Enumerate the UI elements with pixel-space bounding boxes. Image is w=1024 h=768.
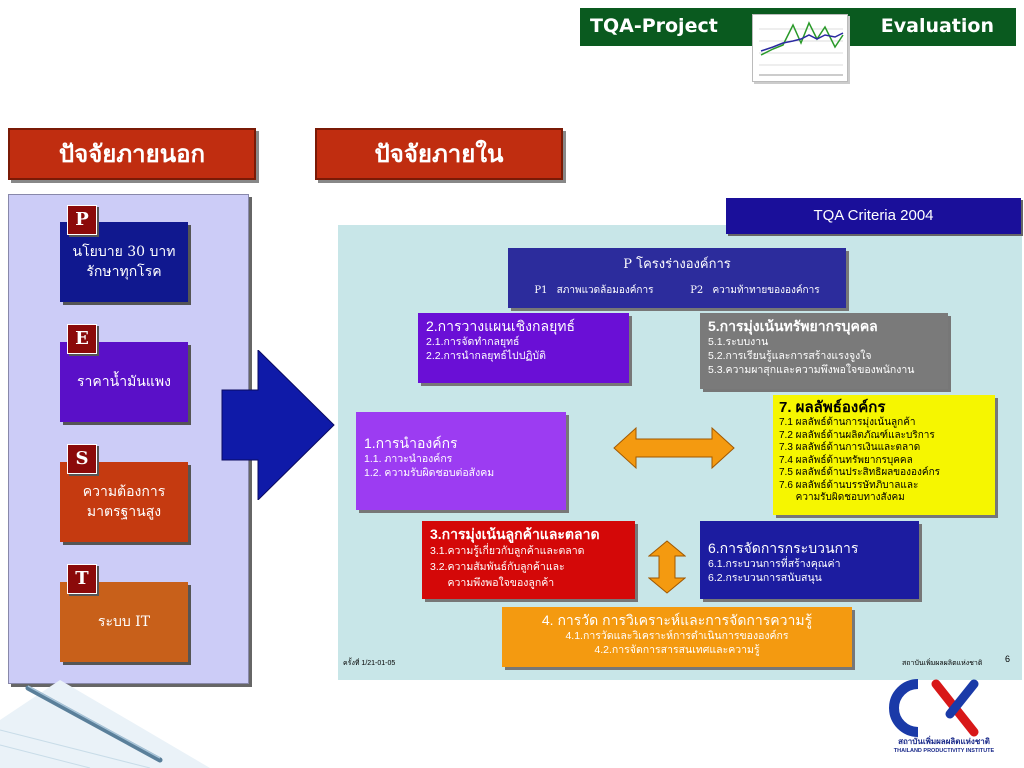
results-title: 7. ผลลัพธ์องค์กร [779, 399, 886, 416]
leadership-item: 1.2. ความรับผิดชอบต่อสังคม [364, 467, 495, 479]
logo-text-thai: สถาบันเพิ่มผลผลิตแห่งชาติ [898, 737, 990, 746]
slide-page-number: 6 [1005, 654, 1011, 664]
results-item: 7.3 ผลลัพธ์ด้านการเงินและตลาด [779, 442, 921, 453]
pest-box-line: มาตรฐานสูง [86, 504, 162, 520]
pest-box-line: ระบบ IT [97, 614, 151, 630]
process-management-item: 6.2.กระบวนการสนับสนุน [708, 572, 822, 584]
pest-box-political: นโยบาย 30 บาท รักษาทุกโรค [60, 222, 188, 302]
hr-focus-item: 5.3.ความผาสุกและความพึงพอใจของพนักงาน [708, 364, 915, 376]
strategy-item: 2.1.การจัดทำกลยุทธ์ [426, 336, 520, 348]
customer-focus-item: 3.2.ความสัมพันธ์กับลูกค้าและ [430, 561, 565, 573]
external-factors-title: ปัจจัยภายนอก [8, 128, 256, 180]
customer-focus-item: 3.1.ความรู้เกี่ยวกับลูกค้าและตลาด [430, 545, 585, 557]
results-item: 7.1 ผลลัพธ์ด้านการมุ่งเน้นลูกค้า [779, 417, 916, 428]
customer-focus-title: 3.การมุ่งเน้นลูกค้าและตลาด [430, 526, 600, 542]
results-item: 7.5 ผลลัพธ์ด้านประสิทธิผลขององค์กร [779, 467, 941, 478]
strategy-title: 2.การวางแผนเชิงกลยุทธ์ [426, 318, 576, 334]
right-arrow-icon [221, 350, 335, 500]
slide-footer-left: ครั้งที่ 1/21-01-05 [343, 660, 396, 667]
leadership-item: 1.1. ภาวะนำองค์กร [364, 453, 453, 465]
internal-factors-title: ปัจจัยภายใน [315, 128, 563, 180]
process-management-item: 6.1.กระบวนการที่สร้างคุณค่า [708, 558, 841, 570]
pest-box-social: ความต้องการ มาตรฐานสูง [60, 462, 188, 542]
customer-focus-item: ความพึงพอใจของลูกค้า [430, 577, 555, 589]
results-item: 7.2 ผลลัพธ์ด้านผลิตภัณฑ์และบริการ [779, 429, 935, 441]
hr-focus-box: 5.การมุ่งเน้นทรัพยากรบุคคล 5.1.ระบบงาน 5… [700, 313, 948, 389]
process-management-box: 6.การจัดการกระบวนการ 6.1.กระบวนการที่สร้… [700, 521, 919, 599]
leadership-title: 1.การนำองค์กร [364, 435, 458, 451]
criteria-title: TQA Criteria 2004 [726, 198, 1021, 234]
pest-letter-s: S [67, 444, 97, 474]
pest-letter-e: E [67, 324, 97, 354]
pest-letter-p: P [67, 205, 97, 235]
measurement-item: 4.2.การจัดการสารสนเทศและความรู้ [594, 644, 760, 656]
results-item: 7.6 ผลลัพธ์ด้านบรรษัทภิบาลและ [779, 479, 919, 491]
double-arrow-horizontal-icon [613, 426, 735, 470]
measurement-item: 4.1.การวัดและวิเคราะห์การดำเนินการขององค… [565, 630, 789, 642]
pen-decoration-icon [0, 680, 210, 768]
strategy-box: 2.การวางแผนเชิงกลยุทธ์ 2.1.การจัดทำกลยุท… [418, 313, 629, 383]
org-profile-items: P1 สภาพแวดล้อมองค์การ P2 ความท้าทายขององ… [516, 284, 838, 298]
slide-footer-right: สถาบันเพิ่มผลผลิตแห่งชาติ [902, 660, 983, 667]
line-chart-icon [752, 14, 848, 82]
pest-box-line: ความต้องการ [82, 484, 166, 500]
customer-focus-box: 3.การมุ่งเน้นลูกค้าและตลาด 3.1.ความรู้เก… [422, 521, 635, 599]
org-profile-p1: P1 สภาพแวดล้อมองค์การ [534, 285, 654, 296]
tpi-logo-icon [889, 679, 979, 737]
results-item: 7.4 ผลลัพธ์ด้านทรัพยากรบุคคล [779, 454, 913, 466]
double-arrow-vertical-icon [648, 540, 686, 594]
logo-text-english: THAILAND PRODUCTIVITY INSTITUTE [893, 748, 995, 754]
org-profile-p2: P2 ความท้าทายขององค์การ [690, 285, 820, 296]
header-left-label: TQA-Project [590, 15, 718, 37]
measurement-box: 4. การวัด การวิเคราะห์และการจัดการความรู… [502, 607, 852, 667]
strategy-item: 2.2.การนำกลยุทธ์ไปปฏิบัติ [426, 350, 546, 362]
measurement-title: 4. การวัด การวิเคราะห์และการจัดการความรู… [541, 612, 813, 628]
pest-box-line: รักษาทุกโรค [86, 264, 162, 280]
results-item: ความรับผิดชอบทางสังคม [779, 492, 905, 503]
pest-box-economic: ราคาน้ำมันแพง [60, 342, 188, 422]
pest-letter-t: T [67, 564, 97, 594]
pest-box-line: นโยบาย 30 บาท [72, 244, 176, 260]
leadership-box: 1.การนำองค์กร 1.1. ภาวะนำองค์กร 1.2. ควา… [356, 412, 566, 510]
org-profile-box: P โครงร่างองค์การ P1 สภาพแวดล้อมองค์การ … [508, 248, 846, 308]
hr-focus-title: 5.การมุ่งเน้นทรัพยากรบุคคล [708, 318, 878, 334]
pest-box-line: ราคาน้ำมันแพง [77, 374, 171, 390]
org-profile-title: P โครงร่างองค์การ [623, 257, 731, 272]
results-box: 7. ผลลัพธ์องค์กร 7.1 ผลลัพธ์ด้านการมุ่งเ… [773, 395, 995, 515]
hr-focus-item: 5.1.ระบบงาน [708, 336, 769, 348]
header-right-label: Evaluation [880, 15, 994, 37]
process-management-title: 6.การจัดการกระบวนการ [708, 540, 859, 556]
hr-focus-item: 5.2.การเรียนรู้และการสร้างแรงจูงใจ [708, 350, 872, 362]
pest-box-technological: ระบบ IT [60, 582, 188, 662]
